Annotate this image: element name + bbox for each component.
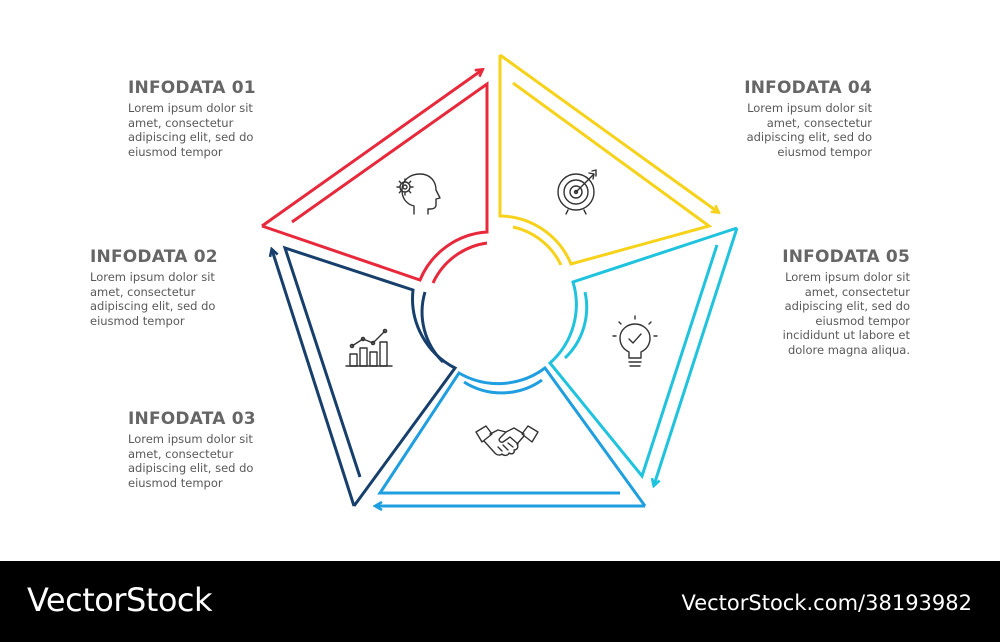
segment-3-outline (377, 365, 647, 507)
infodata-title-3: INFODATA 03 (128, 409, 256, 429)
infodata-title-1: INFODATA 01 (128, 78, 256, 98)
text-line: amet, consectetur (128, 446, 234, 461)
text-line: adipiscing elit, sed do (128, 130, 254, 144)
text-line: adipiscing elit, sed do (128, 461, 254, 475)
infodata-text-2: Lorem ipsum dolor sit amet, consectetur … (90, 270, 240, 328)
infodata-block-4: INFODATA 04 Lorem ipsum dolor sit amet, … (722, 78, 872, 159)
text-line: eiusmod tempor (777, 144, 872, 159)
segment-2-outline (282, 245, 458, 507)
segment-2-outer-arrow (272, 250, 356, 507)
text-line: Lorem ipsum dolor sit (90, 270, 215, 284)
segment-4-inner-arc (512, 225, 563, 266)
segment-2 (272, 245, 458, 507)
vectorstock-logo: VectorStock (27, 581, 213, 619)
segment-4 (498, 53, 718, 266)
infodata-text-1: Lorem ipsum dolor sit amet, consectetur … (128, 101, 278, 159)
text-line: Lorem ipsum dolor sit (128, 101, 253, 115)
infodata-text-3: Lorem ipsum dolor sit amet, consectetur … (128, 432, 278, 490)
handshake-icon (475, 425, 539, 457)
text-line: eiusmod tempor (815, 313, 910, 328)
footer-bar: VectorStock VectorStock.com/38193982 (0, 561, 1000, 642)
bar-chart-icon (345, 328, 393, 367)
segment-5-inner-arc (563, 291, 589, 360)
target-icon (557, 169, 597, 215)
text-line: eiusmod tempor (90, 313, 185, 328)
segment-4-outline (498, 55, 713, 266)
infodata-block-2: INFODATA 02 Lorem ipsum dolor sit amet, … (90, 247, 240, 328)
segment-3-inner-arc (463, 378, 543, 395)
lightbulb-icon (612, 315, 658, 367)
infodata-text-5: Lorem ipsum dolor sit amet, consectetur … (760, 270, 910, 357)
text-line: adipiscing elit, sed do (90, 299, 216, 313)
text-line: amet, consectetur (90, 284, 196, 299)
text-line: eiusmod tempor (128, 475, 223, 490)
infodata-title-2: INFODATA 02 (90, 247, 218, 267)
segment-1-outline (261, 81, 489, 282)
segment-1-outer-arrow (261, 70, 482, 228)
text-line: eiusmod tempor (128, 144, 223, 159)
head-gear-icon (396, 173, 441, 215)
infodata-title-4: INFODATA 04 (744, 78, 872, 98)
segment-5 (547, 226, 739, 485)
text-line: amet, consectetur (128, 115, 234, 130)
infodata-title-5: INFODATA 05 (782, 247, 910, 267)
text-line: amet, consectetur (804, 284, 910, 299)
infodata-block-5: INFODATA 05 Lorem ipsum dolor sit amet, … (760, 247, 910, 357)
infodata-block-1: INFODATA 01 Lorem ipsum dolor sit amet, … (128, 78, 278, 159)
segment-5-outline (547, 226, 738, 480)
infodata-block-3: INFODATA 03 Lorem ipsum dolor sit amet, … (128, 409, 278, 490)
vectorstock-url: VectorStock.com/38193982 (681, 591, 972, 615)
segment-1-inner-arc (431, 241, 488, 284)
text-line: adipiscing elit, sed do (784, 299, 910, 313)
infodata-text-4: Lorem ipsum dolor sit amet, consectetur … (722, 101, 872, 159)
segment-1 (261, 70, 489, 284)
text-line: incididunt ut labore et (782, 328, 910, 342)
text-line: Lorem ipsum dolor sit (747, 101, 872, 115)
text-line: amet, consectetur (766, 115, 872, 130)
text-line: adipiscing elit, sed do (746, 130, 872, 144)
segment-4-outer-arrow (499, 53, 718, 212)
text-line: Lorem ipsum dolor sit (785, 270, 910, 284)
segment-2-inner-arc (420, 291, 445, 364)
text-line: dolore magna aliqua. (787, 342, 910, 357)
segment-5-outer-arrow (654, 227, 739, 485)
segment-3 (376, 365, 647, 507)
pentagon-cycle-diagram (261, 53, 739, 560)
text-line: Lorem ipsum dolor sit (128, 432, 253, 446)
